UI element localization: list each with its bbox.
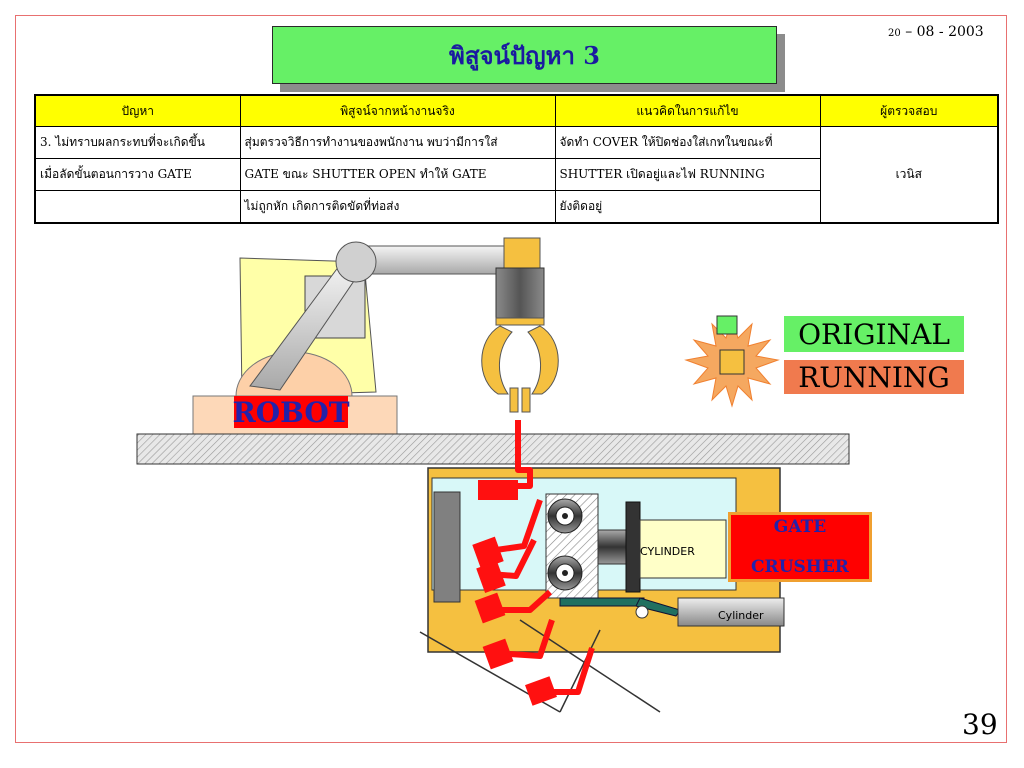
header-inspector: ผู้ตรวจสอบ	[819, 94, 999, 127]
cell-proof: สุ่มตรวจวิธีการทำงานของพนักงาน พบว่ามีกา…	[239, 126, 556, 159]
running-label: RUNNING	[784, 360, 964, 394]
header-problem: ปัญหา	[34, 94, 241, 127]
falling-gates	[472, 420, 595, 706]
table-row: เมื่อลัดขั้นตอนการวาง GATE GATE ขณะ SHUT…	[34, 158, 998, 191]
cell-solution: จัดทำ COVER ให้ปิดช่องใส่เกทในขณะที่	[554, 126, 821, 159]
gate-label-line2: CRUSHER	[751, 557, 849, 577]
problem-table: ปัญหา พิสูจน์จากหน้างานจริง แนวคิดในการแ…	[34, 94, 999, 224]
cell-proof: ไม่ถูกหัก เกิดการติดขัดที่ท่อส่ง	[239, 190, 556, 224]
robot-body	[192, 241, 506, 435]
cell-problem: 3. ไม่ทราบผลกระทบที่จะเกิดขึ้น	[34, 126, 241, 159]
date-text: 20 – 08 - 2003	[888, 24, 984, 40]
gate-label-line1: GATE	[773, 517, 827, 537]
slide-frame	[15, 15, 1007, 743]
page-number: 39	[962, 708, 998, 741]
original-label: ORIGINAL	[784, 316, 964, 352]
table-row: ไม่ถูกหัก เกิดการติดขัดที่ท่อส่ง ยังติดอ…	[34, 190, 998, 224]
cell-proof: GATE ขณะ SHUTTER OPEN ทำให้ GATE	[239, 158, 556, 191]
running-light-starburst	[684, 315, 780, 408]
date-rest: – 08 - 2003	[905, 24, 984, 40]
cell-problem	[34, 190, 241, 224]
cell-inspector: เวนิส	[819, 126, 999, 224]
cell-solution: SHUTTER เปิดอยู่และไฟ RUNNING	[554, 158, 821, 191]
cell-problem: เมื่อลัดขั้นตอนการวาง GATE	[34, 158, 241, 191]
header-proof: พิสูจน์จากหน้างานจริง	[239, 94, 556, 127]
table-header-row: ปัญหา พิสูจน์จากหน้างานจริง แนวคิดในการแ…	[34, 94, 999, 127]
date-day: 20	[888, 28, 901, 39]
gate-crusher-label: GATE CRUSHER	[728, 512, 872, 582]
header-solution: แนวคิดในการแก้ไข	[554, 94, 821, 127]
cylinder-lower-label: Cylinder	[718, 609, 764, 622]
slide-title: พิสูจน์ปัญหา 3	[272, 26, 777, 84]
conveyor-belt	[136, 433, 850, 465]
gate-crusher-machine	[419, 467, 785, 713]
robot-label: ROBOT	[232, 395, 350, 429]
cylinder-upper-label: CYLINDER	[640, 545, 695, 558]
cell-solution: ยังติดอยู่	[554, 190, 821, 224]
gripper	[481, 237, 559, 413]
table-row: 3. ไม่ทราบผลกระทบที่จะเกิดขึ้น สุ่มตรวจว…	[34, 126, 999, 224]
